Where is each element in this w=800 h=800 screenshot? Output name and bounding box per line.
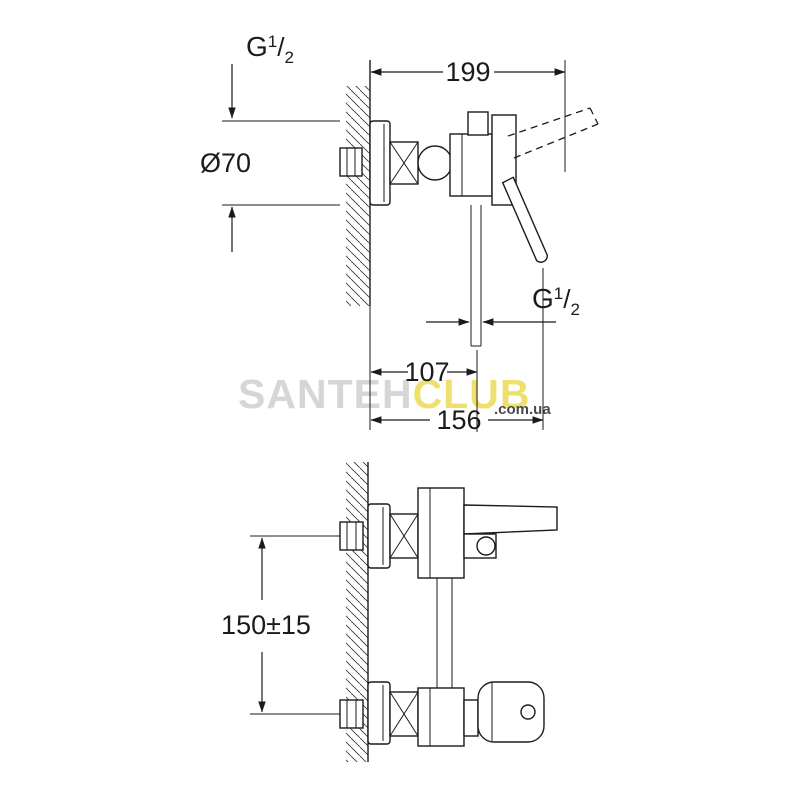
faucet-side-view <box>339 107 599 347</box>
lever-dashed-position <box>507 107 599 159</box>
faucet-front-view <box>339 487 558 747</box>
depth-label: 199 <box>445 57 490 87</box>
spout-detail-circle <box>476 536 496 556</box>
bottom-inlet-nut <box>339 699 364 729</box>
dimension-dia70: Ø70 <box>200 120 340 252</box>
escutcheon-flange <box>369 120 391 206</box>
outlet-pipe <box>470 205 482 347</box>
mixer-body <box>449 133 493 197</box>
ball-joint <box>417 145 453 181</box>
g-half-outlet-label: G1/2 <box>532 283 580 319</box>
knob-detail-circle <box>520 704 536 720</box>
dimension-156: 156 <box>370 268 544 435</box>
spout-arm <box>463 504 558 535</box>
dimension-g-half-outlet: G1/2 <box>426 283 580 326</box>
watermark-text: SANTEHCLUB <box>238 371 530 417</box>
dimension-150: 150±15 <box>221 535 340 715</box>
diverter-knob <box>467 111 489 136</box>
knob-connector <box>463 699 479 737</box>
wall-hatch <box>346 86 370 306</box>
inlet-spacing-label: 150±15 <box>221 610 311 640</box>
lower-body <box>417 687 465 747</box>
g-half-inlet-label: G1/2 <box>246 31 294 67</box>
top-flange <box>367 503 391 569</box>
inlet-nut <box>339 147 363 177</box>
dimension-107: 107 <box>370 350 478 432</box>
watermark-part2: CLUB <box>413 371 531 417</box>
lever-handle <box>501 176 548 263</box>
watermark-part1: SANTEH <box>238 371 413 417</box>
handle-reach-label: 156 <box>436 405 481 435</box>
bottom-flange <box>367 681 391 745</box>
outlet-offset-label: 107 <box>404 357 449 387</box>
watermark: SANTEHCLUB .com.ua <box>238 371 551 418</box>
upper-body <box>417 487 465 579</box>
front-view: 150±15 <box>221 462 558 762</box>
dimension-199: 199 <box>370 57 566 172</box>
watermark-suffix: .com.ua <box>494 401 551 418</box>
dimension-g-half-inlet: G1/2 <box>228 31 294 119</box>
top-inlet-nut <box>339 521 364 551</box>
dia70-label: Ø70 <box>200 148 251 178</box>
top-view: G1/2 Ø70 199 G1/2 107 <box>200 31 599 435</box>
control-knob <box>477 681 545 743</box>
